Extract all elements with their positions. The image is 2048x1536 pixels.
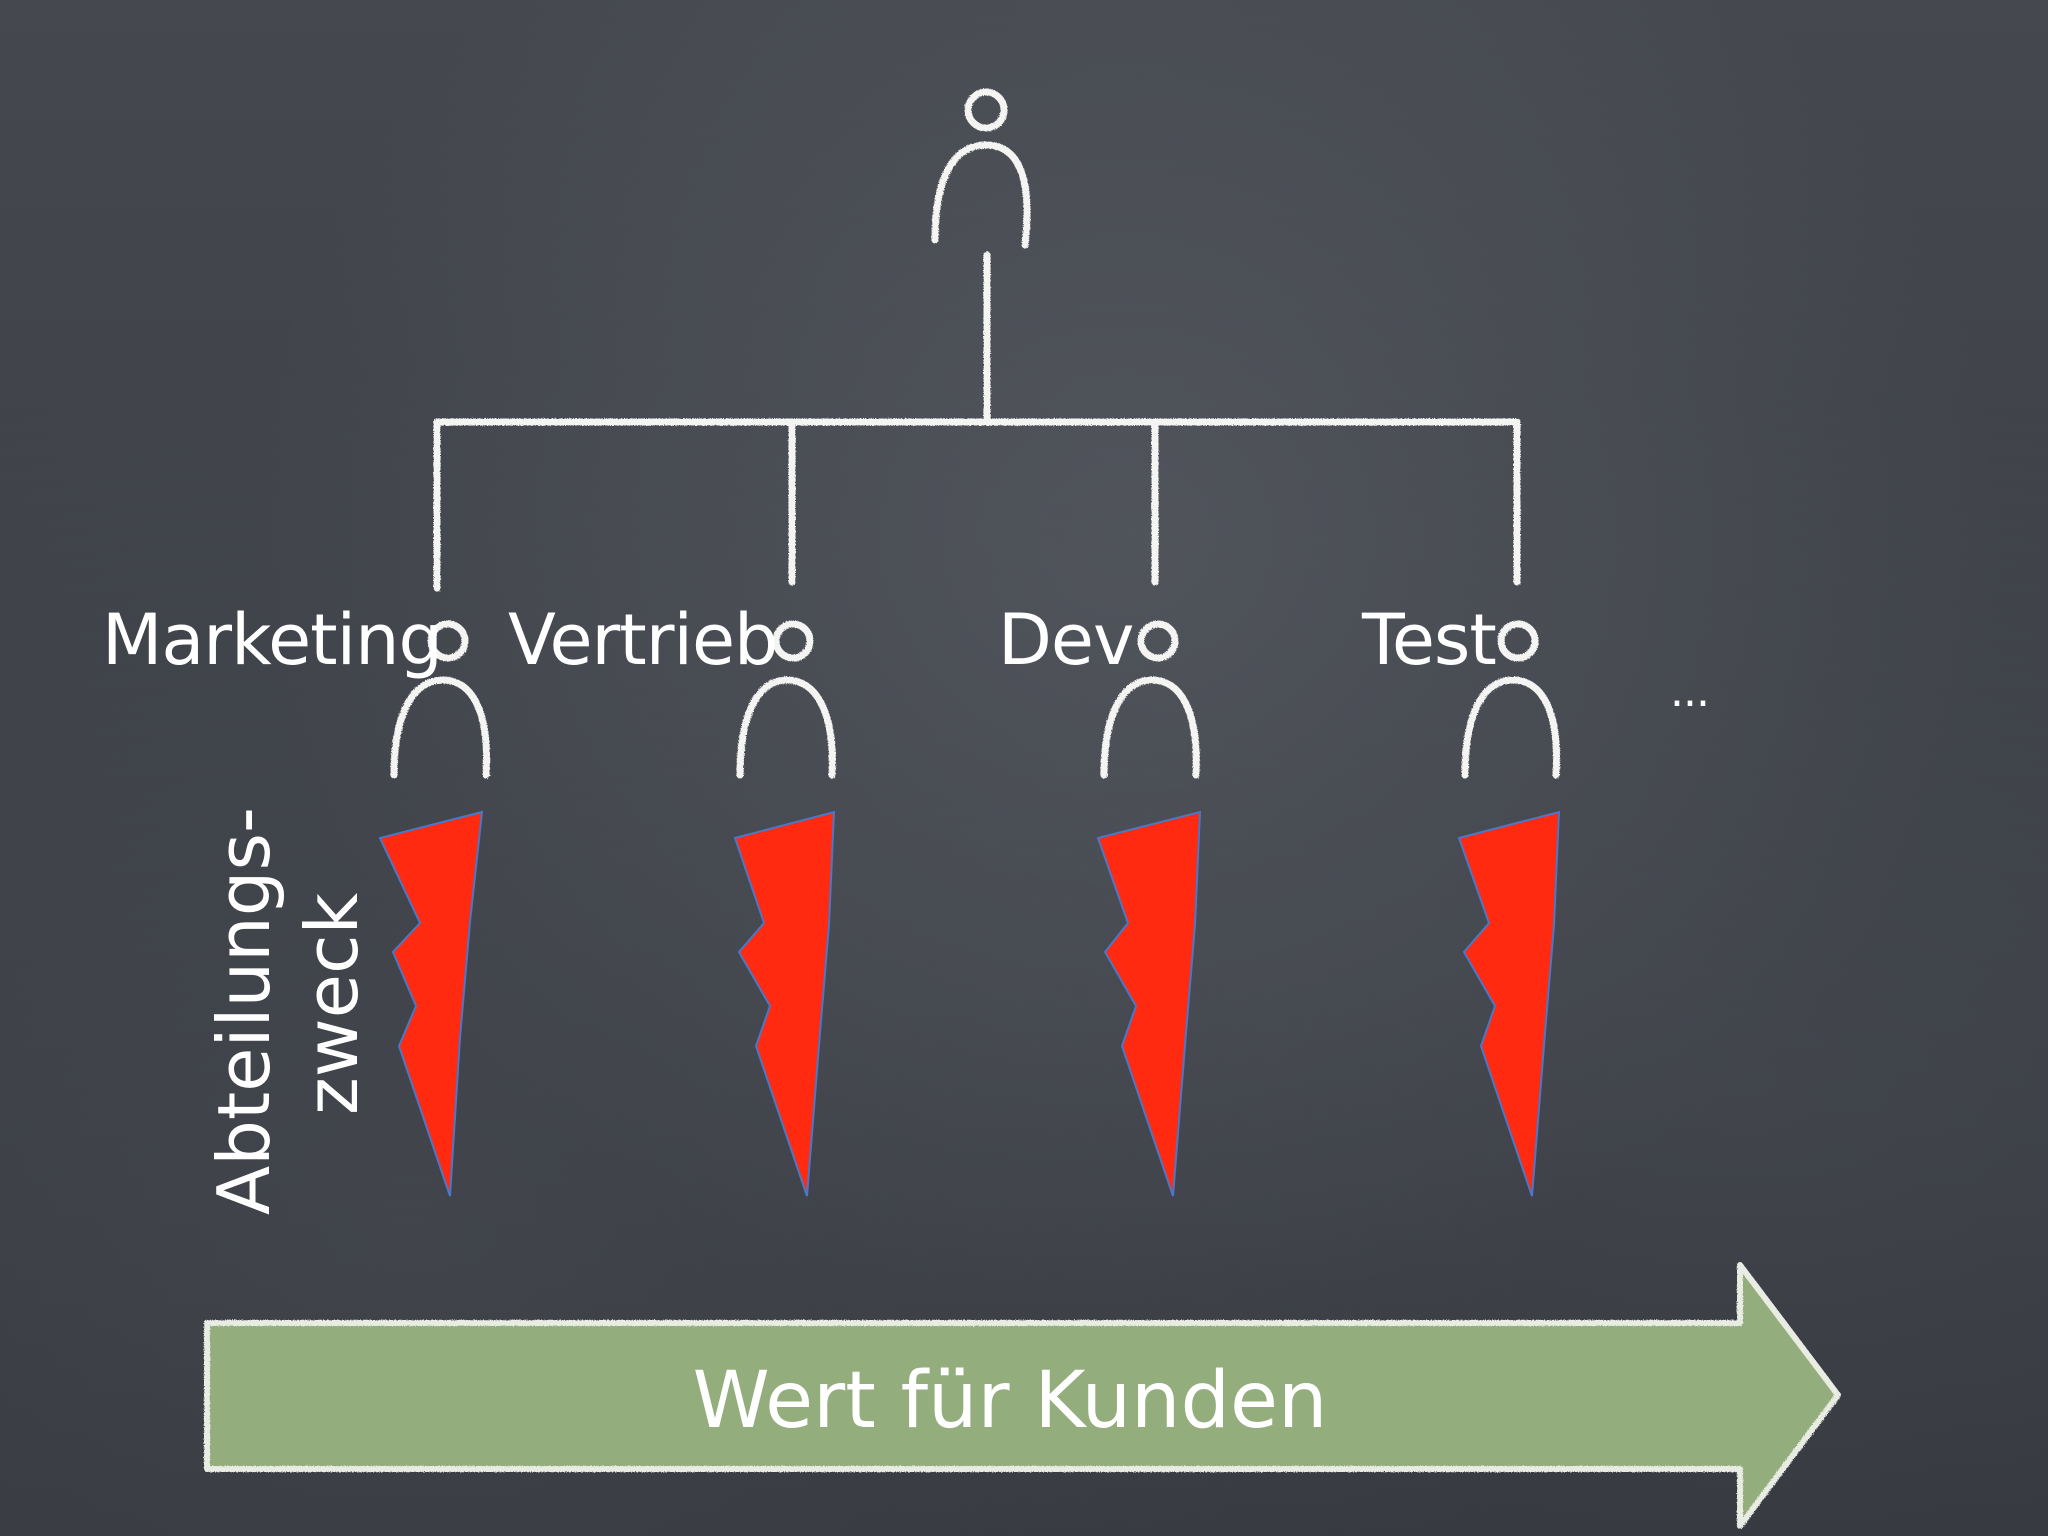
employee-figure-icon (390, 620, 491, 779)
department-purpose-line1: Abteilungs- (202, 807, 286, 1215)
conflict-lightning-icon (1457, 810, 1561, 1197)
conflict-lightning-icon (733, 810, 836, 1197)
department-label-test: Test (1362, 599, 1497, 681)
more-departments-ellipsis: ... (1670, 666, 1710, 717)
department-label-marketing: Marketing (102, 599, 443, 681)
conflict-lightning-icon (1096, 810, 1202, 1197)
department-label-dev: Dev (998, 599, 1134, 681)
employee-figure-icon (1461, 620, 1561, 779)
conflict-lightning-icon (378, 810, 484, 1197)
manager-figure-icon (931, 88, 1031, 249)
department-purpose-label: Abteilungs- zweck (200, 807, 376, 1215)
employee-figure-icon (1100, 620, 1200, 779)
department-purpose-line2: zweck (290, 892, 374, 1115)
department-label-vertrieb: Vertrieb (508, 599, 778, 681)
customer-value-label: Wert für Kunden (692, 1356, 1328, 1446)
employee-figure-icon (736, 620, 836, 779)
value-arrow-icon (204, 1262, 1841, 1529)
